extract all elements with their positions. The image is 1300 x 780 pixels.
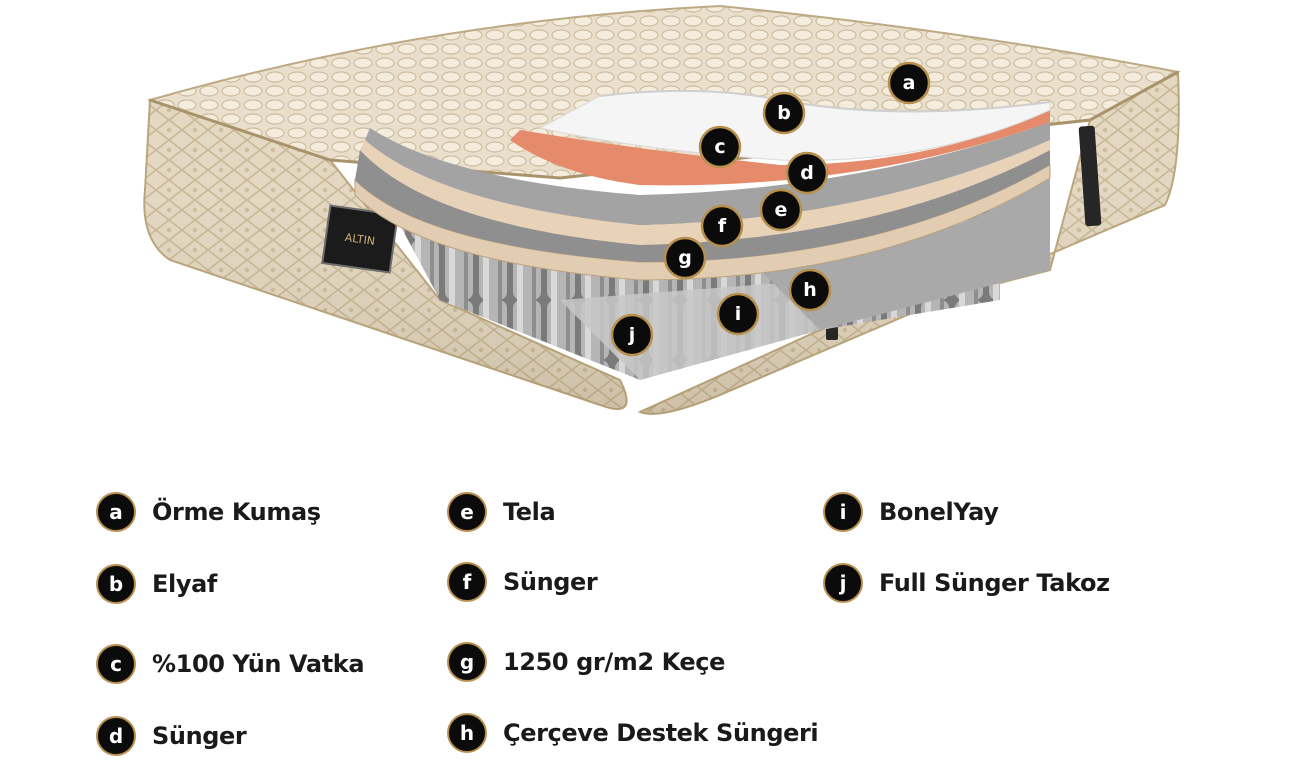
legend-badge-d: d	[96, 716, 136, 756]
svg-text:i: i	[735, 303, 742, 325]
side-handle-strip	[1078, 125, 1102, 227]
legend-badge-f: f	[447, 562, 487, 602]
legend-item-f: f Sünger	[447, 560, 598, 604]
layer-legend: a Örme Kumaş b Elyaf c %100 Yün Vatka d …	[0, 470, 1300, 770]
pin-f: f	[700, 204, 744, 248]
legend-label-h: Çerçeve Destek Süngeri	[503, 719, 819, 747]
legend-item-e: e Tela	[447, 490, 556, 534]
pin-g: g	[663, 236, 707, 280]
pin-d: d	[785, 151, 829, 195]
pin-c: c	[698, 125, 742, 169]
legend-item-g: g 1250 gr/m2 Keçe	[447, 640, 725, 684]
foam-layer-upper	[365, 122, 1050, 225]
wool-wadding-layer	[510, 110, 1050, 186]
svg-text:c: c	[714, 136, 725, 158]
pin-i: i	[716, 292, 760, 336]
legend-label-j: Full Sünger Takoz	[879, 569, 1110, 597]
mattress-cutaway-illustration: ALTIN a b c d e f g h i j	[143, 4, 1181, 415]
legend-badge-g: g	[447, 642, 487, 682]
legend-badge-b: b	[96, 564, 136, 604]
legend-badge-e: e	[447, 492, 487, 532]
svg-text:e: e	[775, 199, 788, 221]
frame-support-foam	[760, 170, 1050, 330]
pin-j: j	[610, 313, 654, 357]
legend-item-h: h Çerçeve Destek Süngeri	[447, 711, 819, 755]
pin-a: a	[887, 61, 931, 105]
brand-tag: ALTIN	[321, 204, 399, 274]
legend-label-d: Sünger	[152, 722, 247, 750]
pin-h: h	[788, 268, 832, 312]
legend-label-c: %100 Yün Vatka	[152, 650, 365, 678]
legend-badge-a: a	[96, 492, 136, 532]
legend-badge-j: j	[823, 563, 863, 603]
legend-item-c: c %100 Yün Vatka	[96, 642, 365, 686]
legend-badge-h: h	[447, 713, 487, 753]
pin-b: b	[762, 91, 806, 135]
foam-layer-lower	[355, 150, 1050, 262]
legend-label-b: Elyaf	[152, 570, 217, 598]
pin-e: e	[759, 188, 803, 232]
svg-text:h: h	[803, 279, 817, 301]
svg-text:b: b	[777, 102, 791, 124]
legend-label-a: Örme Kumaş	[152, 498, 321, 526]
legend-item-b: b Elyaf	[96, 562, 217, 606]
svg-text:a: a	[903, 72, 916, 94]
legend-label-e: Tela	[503, 498, 556, 526]
legend-badge-i: i	[823, 492, 863, 532]
legend-badge-c: c	[96, 644, 136, 684]
legend-item-a: a Örme Kumaş	[96, 490, 321, 534]
legend-item-d: d Sünger	[96, 714, 247, 758]
svg-text:d: d	[800, 162, 814, 184]
svg-text:g: g	[678, 247, 692, 269]
brand-tag-label: ALTIN	[344, 231, 376, 248]
svg-text:j: j	[628, 324, 636, 346]
legend-label-g: 1250 gr/m2 Keçe	[503, 648, 725, 676]
legend-item-i: i BonelYay	[823, 490, 999, 534]
legend-label-i: BonelYay	[879, 498, 999, 526]
ticking-layer	[360, 140, 1050, 245]
legend-item-j: j Full Sünger Takoz	[823, 561, 1110, 605]
svg-text:f: f	[718, 215, 727, 237]
legend-label-f: Sünger	[503, 568, 598, 596]
